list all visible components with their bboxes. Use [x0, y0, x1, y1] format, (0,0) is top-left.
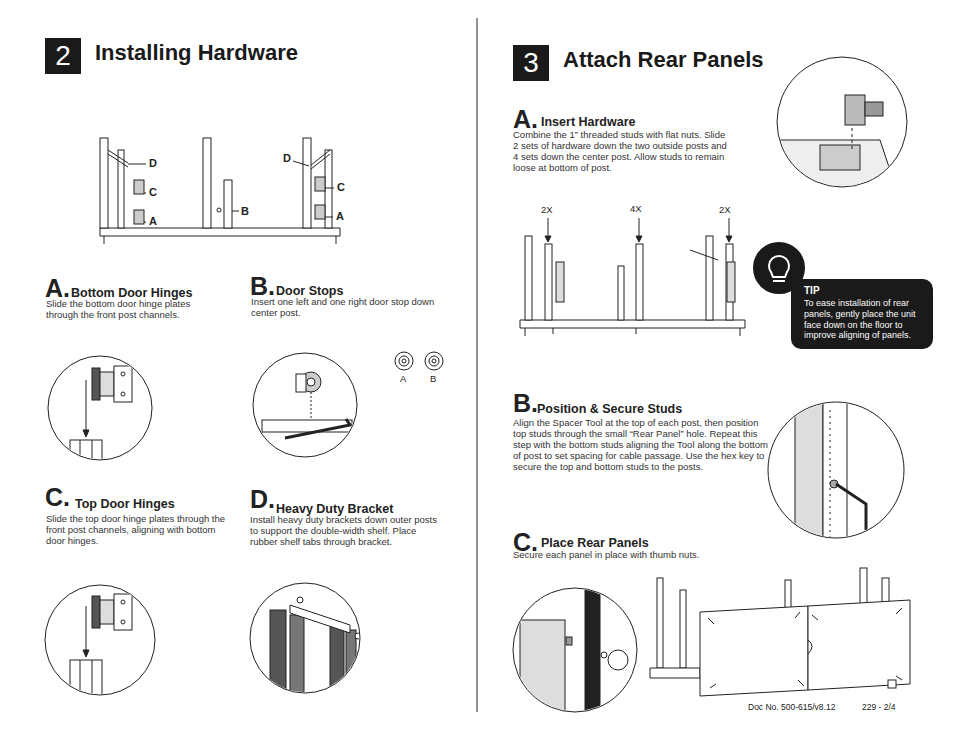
quantity-label: 2X — [719, 205, 731, 216]
step-text: Align the Spacer Tool at the top of each… — [513, 418, 768, 473]
step-letter: B. — [513, 391, 538, 416]
tip-heading: TIP — [804, 285, 923, 296]
step-letter: A. — [513, 107, 538, 132]
part-letter: A — [149, 215, 157, 228]
step-number-box: 2Installing Hardware — [45, 38, 81, 74]
step-number: 3 — [523, 49, 539, 77]
tip-text: To ease installation of rear panels, gen… — [804, 298, 923, 341]
step-number: 2 — [55, 42, 71, 70]
quantity-label: 2X — [541, 205, 553, 216]
part-letter: D — [149, 157, 157, 170]
step-heading: Attach Rear Panels — [563, 47, 764, 73]
part-letter: B — [241, 205, 249, 218]
step-text: Install heavy duty brackets down outer p… — [250, 515, 440, 548]
page-number: 229 - 2/4 — [862, 703, 896, 713]
part-letter: B — [430, 374, 436, 385]
step-letter: A. — [45, 276, 70, 301]
step-letter: C. — [45, 485, 70, 510]
tip-box: TIP To ease installation of rear panels, … — [791, 279, 933, 349]
step-text: Insert one left and one right door stop … — [251, 297, 441, 319]
step-number-box: 3Attach Rear Panels — [513, 45, 549, 81]
step-title: Insert Hardware — [541, 115, 635, 129]
quantity-label: 4X — [630, 204, 642, 215]
step-letter: B. — [250, 274, 275, 299]
part-letter: A — [336, 210, 344, 223]
step-heading: Installing Hardware — [95, 40, 298, 66]
step-letter: D. — [250, 487, 275, 512]
part-letter: D — [283, 152, 291, 165]
step-text: Slide the bottom door hinge plates throu… — [46, 299, 214, 321]
step-title: Top Door Hinges — [75, 497, 175, 511]
step-text: Slide the top door hinge plates through … — [46, 514, 236, 547]
part-letter: C — [149, 186, 157, 199]
part-letter: A — [400, 374, 406, 385]
step-text: Combine the 1” threaded studs with flat … — [513, 130, 733, 174]
document-number: Doc No. 500-615/v8.12 — [748, 703, 835, 713]
step-title: Position & Secure Studs — [537, 402, 682, 416]
step-text: Secure each panel in place with thumb nu… — [513, 550, 763, 561]
part-letter: C — [337, 181, 345, 194]
step-title: Place Rear Panels — [541, 536, 649, 550]
